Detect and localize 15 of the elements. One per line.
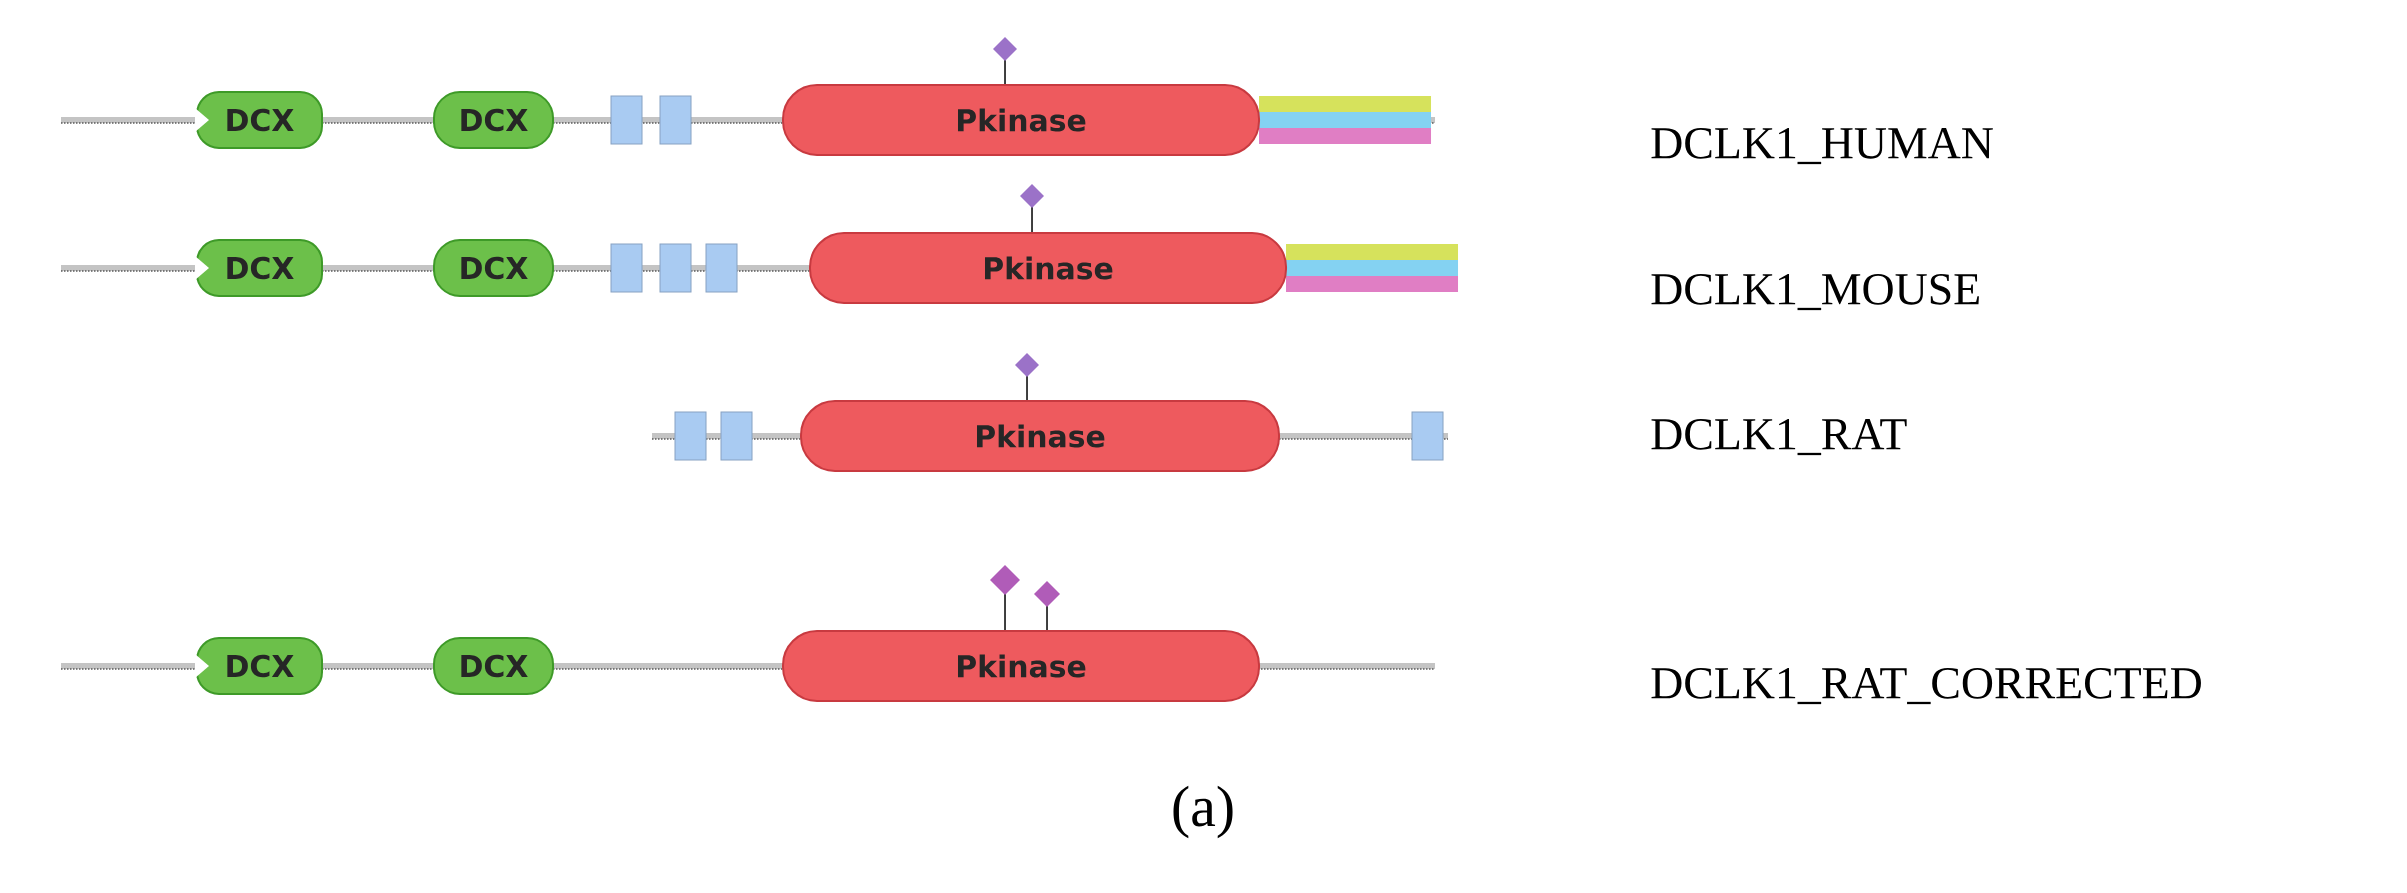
caption: (a): [1173, 785, 1233, 839]
protein-name: DCLK1_MOUSE: [1651, 273, 1979, 311]
domain-box: Pkinase: [809, 232, 1287, 304]
domain-box: DCX: [433, 91, 554, 149]
domain-box: DCX: [433, 637, 554, 695]
domain-box: DCX: [196, 239, 323, 297]
protein-name: DCLK1_RAT: [1651, 418, 1907, 456]
domain-box: DCX: [433, 239, 554, 297]
domain-box: DCX: [196, 637, 323, 695]
domain-box: Pkinase: [782, 630, 1260, 702]
protein-name: DCLK1_HUMAN: [1651, 127, 1993, 165]
domain-box: DCX: [196, 91, 323, 149]
protein-name: DCLK1_RAT_CORRECTED: [1651, 667, 2201, 705]
domain-box: Pkinase: [782, 84, 1260, 156]
domain-box: Pkinase: [800, 400, 1280, 472]
